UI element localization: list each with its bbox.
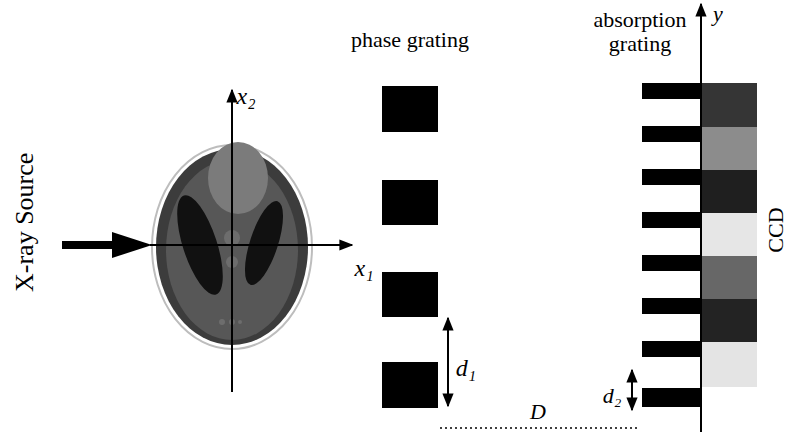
phase-grating	[382, 86, 438, 408]
distance-line	[440, 427, 640, 429]
d2-dimension	[631, 370, 633, 410]
dimension-label: D	[530, 400, 546, 424]
ccd-label: CCD	[764, 207, 788, 252]
dimension-label: d₂	[603, 384, 622, 408]
grating-label: absorption grating	[580, 8, 700, 56]
coordinate-axes	[150, 90, 352, 392]
y-axis	[700, 4, 702, 432]
axis-label: x₂	[237, 83, 256, 109]
d1-dimension	[447, 318, 449, 406]
absorption-grating	[642, 83, 701, 407]
grating-label: phase grating	[350, 28, 470, 52]
source-label: X-ray Source	[12, 152, 41, 291]
source-arrow	[62, 232, 152, 258]
axis-label: x₁	[355, 255, 374, 281]
axis-label: y	[713, 2, 723, 26]
ccd-pixels	[701, 83, 757, 387]
dimension-label: d₁	[456, 355, 476, 381]
